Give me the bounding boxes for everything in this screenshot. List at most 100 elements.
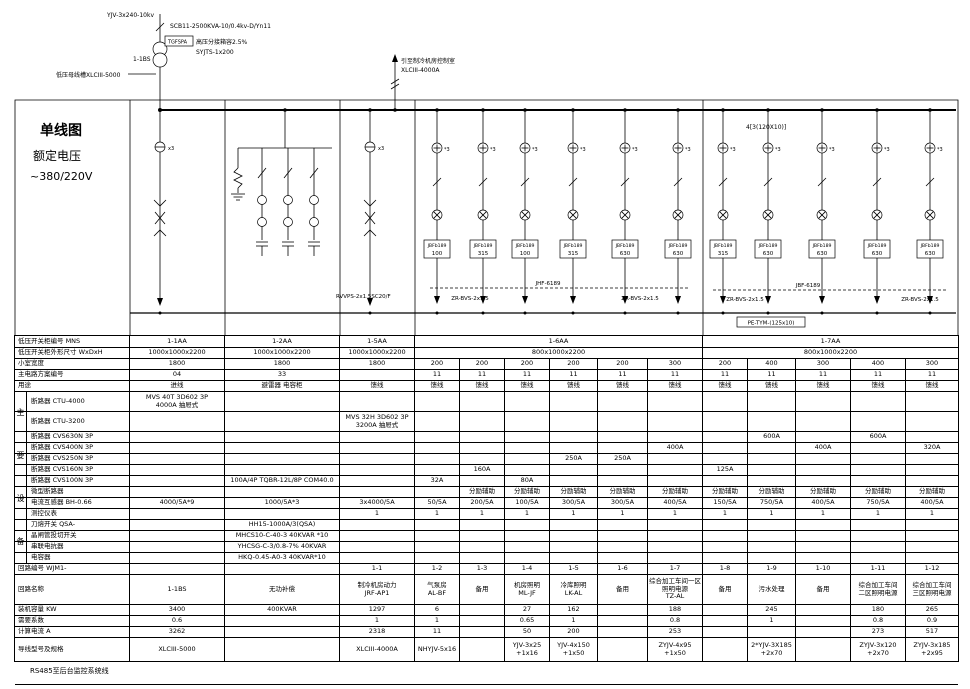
table-cell (796, 627, 851, 637)
hv-tap-box-label: 高压分接箱容2.5% (196, 38, 248, 46)
zr-cable-label: ZR-BVS-2x1.5 (726, 297, 764, 303)
table-cell (648, 432, 703, 442)
table-cell (550, 465, 598, 475)
table-cell: 300 (648, 359, 703, 369)
row-label: 导线型号及规格 (15, 638, 130, 661)
table-cell: MVS 32H 3D602 3P 3200A 抽屉式 (340, 412, 415, 431)
table-cell: 11 (460, 370, 505, 380)
table-cell (460, 605, 505, 615)
row-label: 断路器 CVS630N 3P (15, 432, 130, 442)
table-cell (550, 476, 598, 486)
table-cell (703, 520, 748, 530)
table-cell: 400KVAR (225, 605, 340, 615)
table-cell (505, 531, 550, 541)
table-cell: 3400 (130, 605, 225, 615)
rated-voltage-label: 额定电压 (33, 148, 81, 163)
table-cell: 1-2AA (225, 336, 340, 347)
row-label: 断路器 CVS400N 3P (15, 443, 130, 453)
table-cell (851, 520, 906, 530)
row-label: 断路器 CVS250N 3P (15, 454, 130, 464)
table-cell (225, 509, 340, 519)
table-cell: 800x1000x2200 (415, 348, 703, 358)
table-cell (415, 443, 460, 453)
table-cell: 160A (460, 465, 505, 475)
table-cell: MVS 40T 3D602 3P 4000A 抽屉式 (130, 392, 225, 411)
capacitor-branch (308, 148, 320, 256)
tap-box-model-label: TGFSPA (167, 40, 188, 46)
table-cell: 750/5A (851, 498, 906, 508)
table-cell (648, 454, 703, 464)
table-cell: 400 (851, 359, 906, 369)
table-cell (796, 542, 851, 552)
table-cell (748, 553, 796, 563)
fire-module-label: JBFb189 (615, 243, 635, 249)
fire-module-label: JBFb189 (812, 243, 832, 249)
table-cell (598, 392, 648, 411)
capacitor-branch (256, 148, 268, 256)
table-cell (796, 465, 851, 475)
table-cell (748, 454, 796, 464)
table-cell (906, 531, 958, 541)
table-cell: 1800 (340, 359, 415, 369)
table-cell: 600A (748, 432, 796, 442)
table-cell (748, 542, 796, 552)
table-cell (851, 443, 906, 453)
table-cell: 综合加工车间 二区照明电源 (851, 575, 906, 604)
table-cell (340, 476, 415, 486)
table-cell (851, 392, 906, 411)
table-cell (796, 616, 851, 626)
row-label: 晶闸管投切开关 (15, 531, 130, 541)
fire-module-rating: 100 (520, 251, 531, 257)
row-label: 主电路方案编号 (15, 370, 130, 380)
table-cell: 备用 (703, 575, 748, 604)
table-cell (598, 542, 648, 552)
table-cell (796, 638, 851, 661)
table-cell: 冷库照明 LK-AL (550, 575, 598, 604)
table-cell (225, 564, 340, 574)
row-label: 断路器 CVS100N 3P (15, 476, 130, 486)
meter-count-label: *3 (532, 147, 538, 153)
table-cell (415, 553, 460, 563)
table-cell (225, 616, 340, 626)
table-cell: 11 (598, 370, 648, 380)
table-cell (505, 553, 550, 563)
table-cell: 1-6AA (415, 336, 703, 347)
row-label: 需要系数 (15, 616, 130, 626)
table-cell: 避雷器 电容柜 (225, 381, 340, 391)
table-cell: 1-7AA (820, 336, 841, 345)
table-cell: 200 (505, 359, 550, 369)
table-cell (648, 542, 703, 552)
table-cell: 1 (748, 616, 796, 626)
table-cell (340, 465, 415, 475)
table-cell: 11 (748, 370, 796, 380)
row-label: 回路名称 (15, 575, 130, 604)
table-cell: 1 (550, 509, 598, 519)
table-cell: 1-8 (703, 564, 748, 574)
table-cell: 2318 (340, 627, 415, 637)
table-cell (748, 443, 796, 453)
table-cell: 1 (340, 616, 415, 626)
fire-module-label: JBFb189 (427, 243, 447, 249)
table-cell (851, 465, 906, 475)
feeder-circuit: *3 JBFb189 630 (611, 107, 639, 305)
table-cell: 50 (505, 627, 550, 637)
table-cell (505, 542, 550, 552)
table-cell (340, 432, 415, 442)
meter-count-label: *3 (775, 147, 781, 153)
bs-label: 1-1BS (133, 56, 151, 63)
feeder-circuit: *3 JBFb189 100 (423, 107, 451, 305)
table-cell: 1297 (340, 605, 415, 615)
table-cell: 400A (648, 443, 703, 453)
table-cell: ZYJV-3x120 +2x70 (851, 638, 906, 661)
table-cell: 200/5A (460, 498, 505, 508)
main-busbar: 4[3(120X10)] (158, 108, 956, 131)
rs485-note: RS485至后台监控系统线 (30, 667, 109, 675)
row-label: 小室宽度 (15, 359, 130, 369)
